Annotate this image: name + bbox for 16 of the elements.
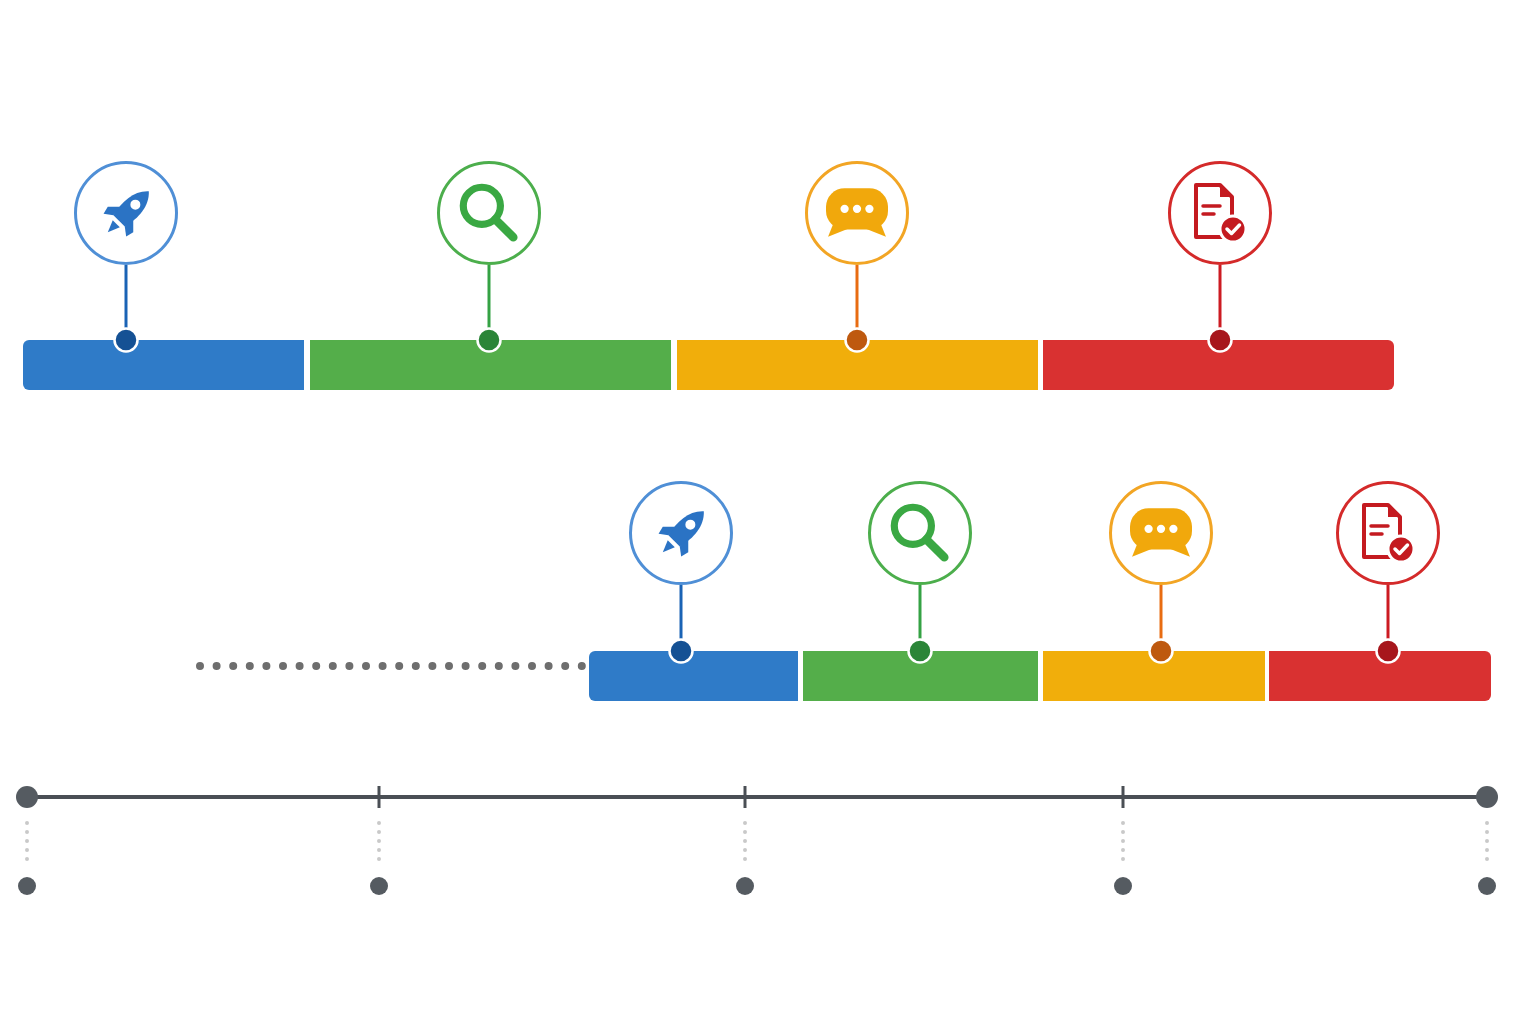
- pin-connector: [907, 585, 933, 664]
- pin-connector: [1148, 585, 1174, 664]
- timeline-bar: [1043, 651, 1265, 701]
- timeline-bar: [1269, 651, 1491, 701]
- timeline-bar: [677, 340, 1038, 390]
- timeline-bar: [23, 340, 304, 390]
- timeline-bar: [803, 651, 1038, 701]
- pin-connector: [476, 265, 502, 353]
- pin-connector: [844, 265, 870, 353]
- pin-connector: [668, 585, 694, 664]
- pin-connector: [1375, 585, 1401, 664]
- timeline-bar: [589, 651, 798, 701]
- timeline-bar: [1043, 340, 1394, 390]
- pin-connector: [1207, 265, 1233, 353]
- pin-connector: [113, 265, 139, 353]
- timeline-bar: [310, 340, 671, 390]
